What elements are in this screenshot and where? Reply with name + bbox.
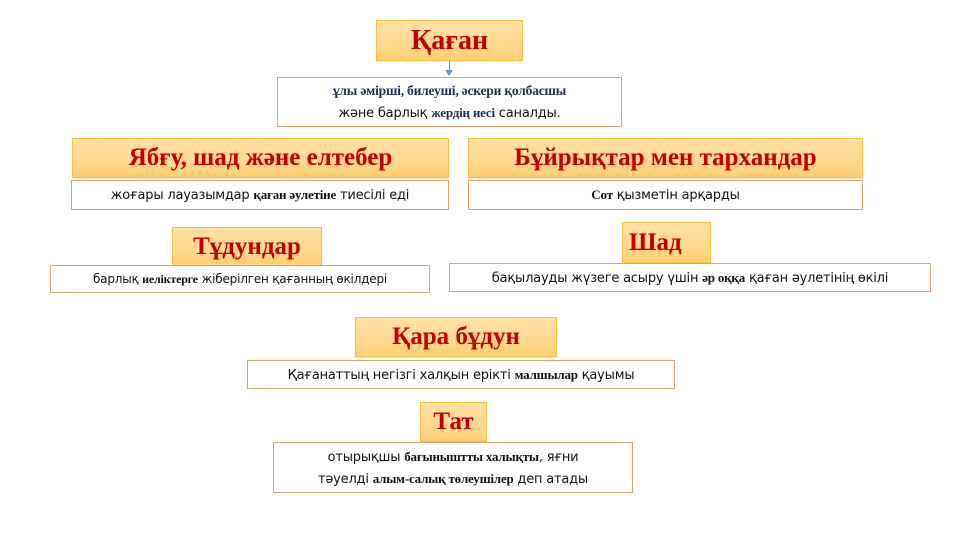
node-shad-title-text: Шад <box>629 228 682 256</box>
node-buyryq-title: Бұйрықтар мен тархандар <box>468 138 863 178</box>
node-tudun-title: Тұдундар <box>172 227 322 266</box>
node-yabgu-desc: жоғары лауазымдар қаған әулетіне тиесілі… <box>71 180 449 210</box>
node-tudun-title-text: Тұдундар <box>193 232 301 260</box>
node-kagan-title: Қаған <box>376 20 523 61</box>
node-tudun-desc: барлық иеліктерге жіберілген қағанның өк… <box>50 265 430 293</box>
node-tat-title-text: Тат <box>433 408 474 435</box>
kagan-desc-line2: және барлық жердің иесі саналды. <box>338 105 561 121</box>
node-shad-title: Шад <box>622 222 711 263</box>
node-tat-title: Тат <box>420 402 487 442</box>
connector-arrow-line <box>449 61 450 72</box>
node-yabgu-title: Ябғу, шад және елтебер <box>72 138 449 178</box>
kagan-desc-bold: ұлы әмірші, билеуші, әскери қолбасшы <box>332 83 567 98</box>
kagan-desc-line1: ұлы әмірші, билеуші, әскери қолбасшы <box>333 80 566 102</box>
node-qara-budun-title-text: Қара бұдун <box>392 323 520 350</box>
node-buyryq-title-text: Бұйрықтар мен тархандар <box>514 144 817 171</box>
node-qara-budun-desc: Қағанаттың негізгі халқын ерікті малшыла… <box>247 360 675 389</box>
node-yabgu-title-text: Ябғу, шад және елтебер <box>128 144 393 171</box>
arrow-down-icon <box>445 70 453 76</box>
node-shad-desc: бақылауды жүзеге асыру үшін әр оққа қаға… <box>449 263 931 292</box>
node-kagan-desc: ұлы әмірші, билеуші, әскери қолбасшы жән… <box>277 77 622 127</box>
node-tat-desc: отырықшы бағыныштты халықты, яғни тәуелд… <box>273 442 633 493</box>
node-buyryq-desc: Сот қызметін арқарды <box>468 180 863 210</box>
node-qara-budun-title: Қара бұдун <box>355 317 557 357</box>
node-kagan-title-text: Қаған <box>410 24 489 56</box>
